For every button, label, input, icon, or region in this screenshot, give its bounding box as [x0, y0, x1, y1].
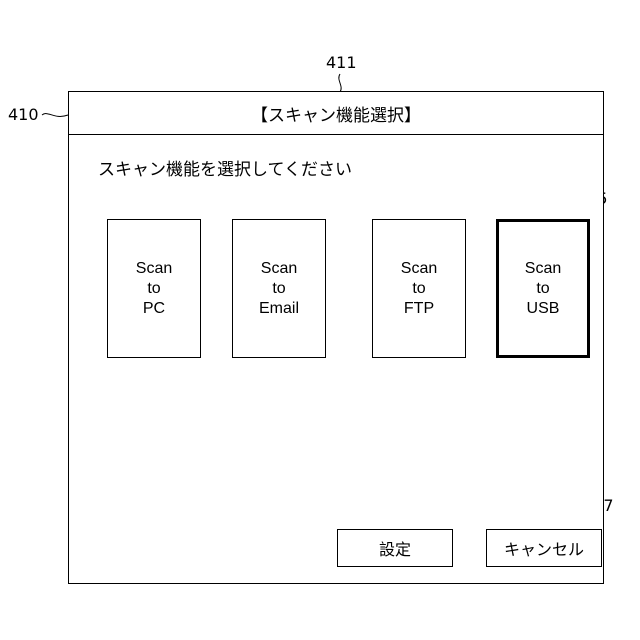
dialog-title: 【スキャン機能選択】	[251, 101, 421, 126]
card-label-line1: Scan	[136, 259, 172, 279]
card-label-line2: to	[147, 279, 160, 299]
leader-410	[42, 114, 68, 117]
card-label-line2: to	[272, 279, 285, 299]
ref-numeral-screen: 410	[8, 107, 39, 123]
scan-to-pc-card[interactable]: Scan to PC	[107, 219, 201, 358]
scan-to-email-card[interactable]: Scan to Email	[232, 219, 326, 358]
ref-numeral-title-bar: 411	[326, 55, 357, 71]
settings-button[interactable]: 設定	[337, 529, 453, 567]
card-label-line1: Scan	[525, 259, 561, 279]
card-label-line3: Email	[259, 299, 299, 319]
scan-to-ftp-card[interactable]: Scan to FTP	[372, 219, 466, 358]
card-label-line3: USB	[527, 299, 560, 319]
scan-to-usb-card[interactable]: Scan to USB	[496, 219, 590, 358]
card-label-line3: FTP	[404, 299, 434, 319]
scan-function-screen: 【スキャン機能選択】 スキャン機能を選択してください Scan to PC Sc…	[68, 91, 604, 584]
card-label-line3: PC	[143, 299, 165, 319]
card-label-line1: Scan	[261, 259, 297, 279]
card-label-line1: Scan	[401, 259, 437, 279]
title-bar: 【スキャン機能選択】	[69, 92, 603, 135]
cancel-button[interactable]: キャンセル	[486, 529, 602, 567]
instruction-text: スキャン機能を選択してください	[98, 155, 352, 180]
card-label-line2: to	[412, 279, 425, 299]
leader-411	[339, 74, 341, 92]
card-label-line2: to	[536, 279, 549, 299]
